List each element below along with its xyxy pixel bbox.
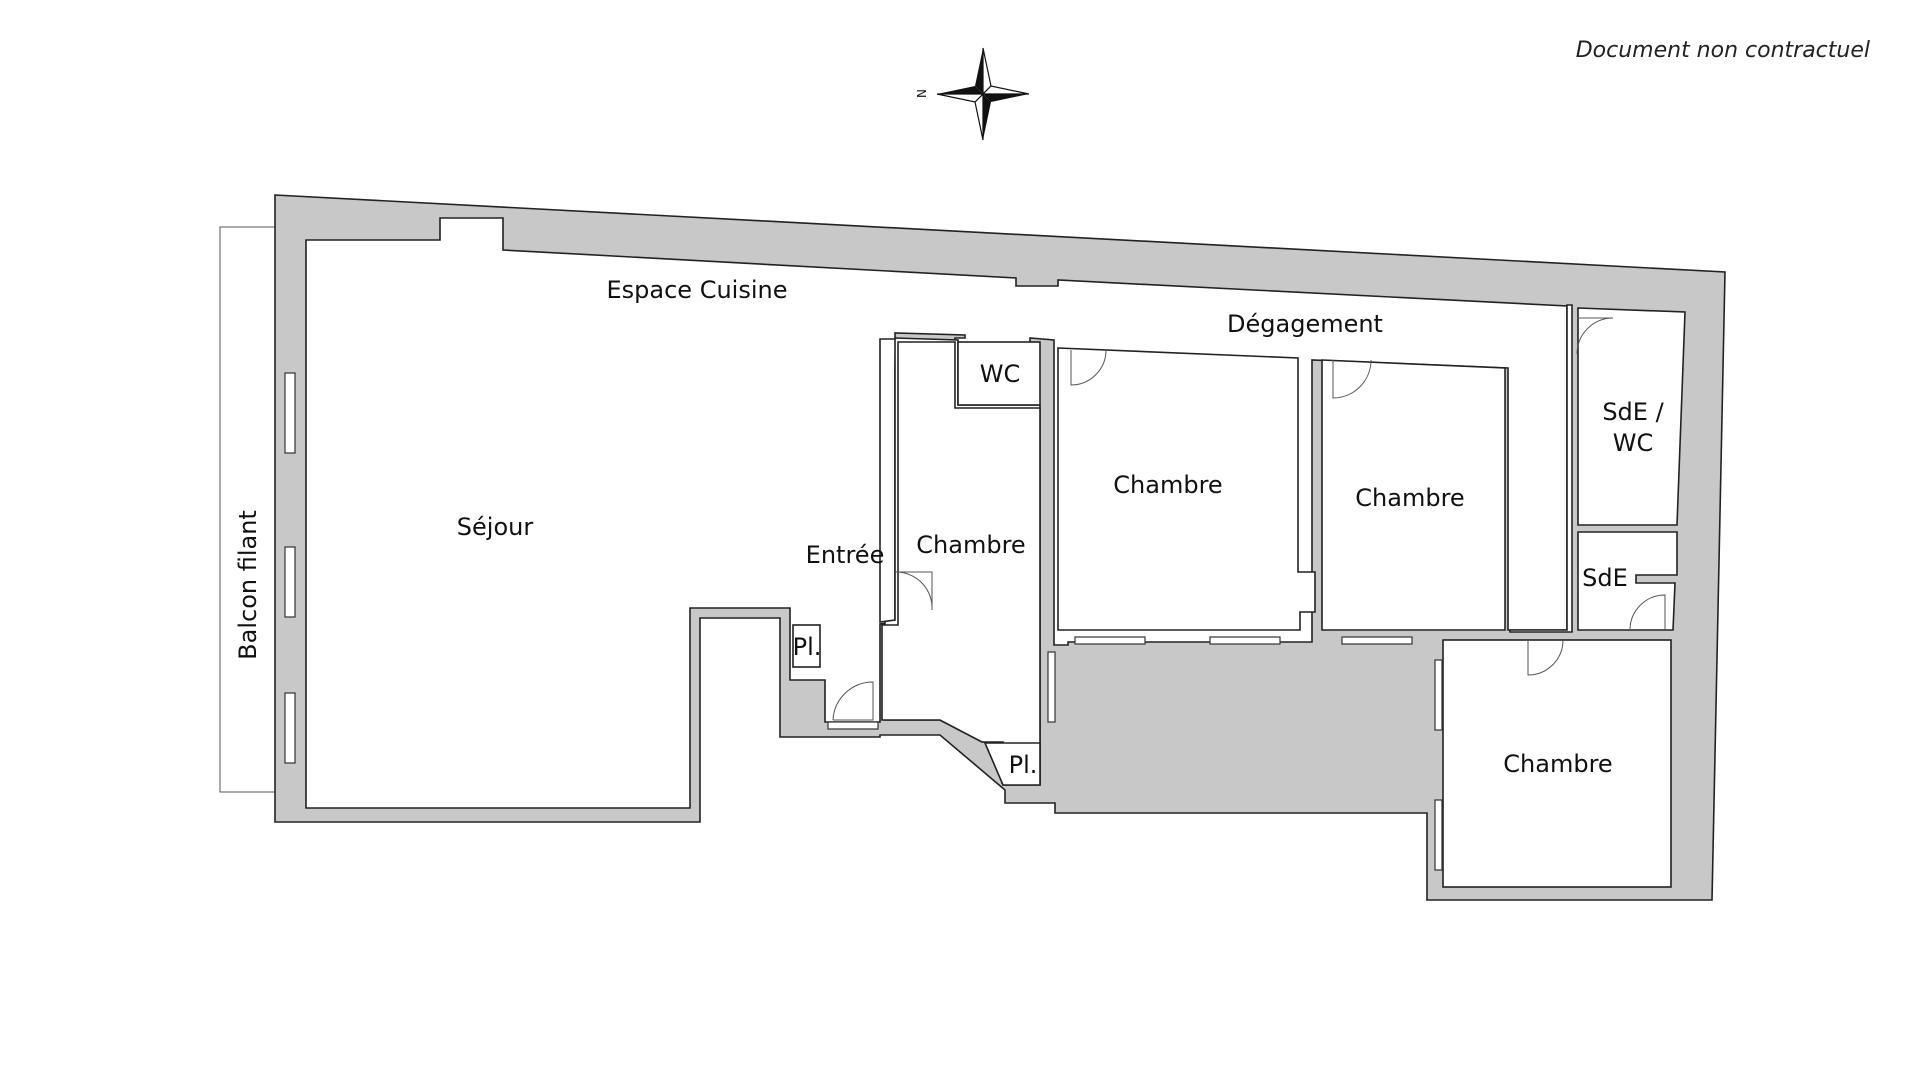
chambre-4-floor (1442, 639, 1672, 888)
label-wc: WC (980, 360, 1021, 388)
door-sde (1629, 594, 1666, 631)
label-chambre-1: Chambre (916, 531, 1025, 559)
label-entree: Entrée (806, 541, 885, 569)
label-sejour: Séjour (457, 513, 534, 541)
chambre-2-floor (1057, 347, 1316, 631)
label-placard-2: Pl. (1009, 751, 1038, 779)
label-espace-cuisine: Espace Cuisine (607, 276, 788, 304)
label-degagement: Dégagement (1227, 310, 1383, 338)
label-chambre-4: Chambre (1503, 750, 1612, 778)
label-sde-wc-line1: SdE / (1602, 398, 1664, 426)
window-bottom-2 (1209, 636, 1281, 645)
disclaimer-note: Document non contractuel (1575, 38, 1870, 63)
balcony-outline (219, 226, 276, 793)
window-chambre-left (1047, 651, 1056, 723)
label-sde-wc-line2: WC (1613, 429, 1654, 457)
door-chambre-3 (1332, 359, 1372, 399)
sde-wc-floor (1577, 307, 1686, 526)
chambre-left-floor (881, 341, 1041, 786)
door-chambre-1 (895, 571, 933, 611)
corridor-floor (1509, 304, 1573, 633)
chambre-3-floor (1321, 359, 1506, 631)
wc-floor (957, 341, 1041, 406)
placard-entry-floor (792, 624, 821, 668)
label-chambre-3: Chambre (1355, 484, 1464, 512)
window-chambre-4-1 (1434, 659, 1443, 731)
door-sde-wc (1576, 317, 1614, 355)
door-chambre-4 (1527, 639, 1564, 676)
compass-rose-icon: N (915, 47, 1030, 141)
sde-floor (1577, 531, 1678, 631)
door-chambre-2 (1070, 349, 1107, 386)
window-left-1 (284, 372, 296, 454)
placard-bottom-floor (983, 742, 1041, 786)
label-sde: SdE (1582, 564, 1628, 592)
window-bottom-1 (1074, 636, 1146, 645)
window-bottom-3 (1341, 636, 1413, 645)
door-entry (832, 681, 874, 721)
window-chambre-4-2 (1434, 799, 1443, 871)
compass-north-label: N (915, 89, 929, 98)
window-left-3 (284, 692, 296, 764)
label-placard-1: Pl. (793, 633, 822, 661)
label-balcon-filant: Balcon filant (234, 510, 262, 660)
window-left-2 (284, 546, 296, 618)
window-entry (827, 721, 879, 730)
label-chambre-2: Chambre (1113, 471, 1222, 499)
